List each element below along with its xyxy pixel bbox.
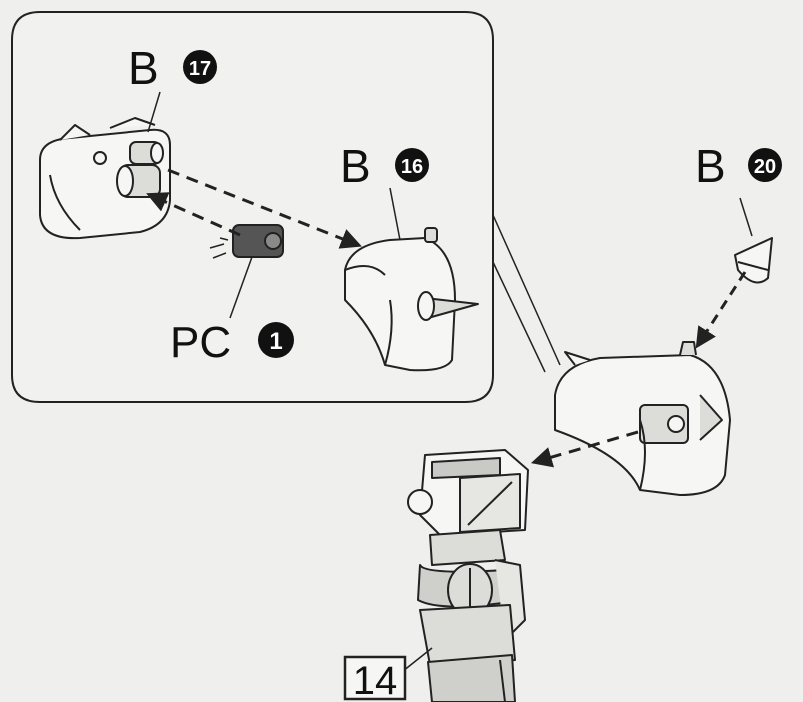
svg-text:PC: PC [170, 318, 231, 367]
body-unit-shape [407, 449, 529, 702]
leader-b20 [739, 197, 753, 237]
label-b16: B 16 [340, 140, 429, 192]
svg-text:20: 20 [754, 156, 776, 178]
svg-text:1: 1 [269, 328, 282, 355]
inset-pointer-line [492, 261, 546, 373]
part-b17-shape [39, 117, 171, 240]
svg-text:16: 16 [401, 156, 423, 178]
svg-text:14: 14 [353, 659, 398, 702]
svg-text:17: 17 [189, 58, 211, 80]
svg-text:B: B [128, 42, 159, 94]
arrow-b17-to-b16 [167, 168, 362, 249]
label-pc1: PC 1 [170, 318, 294, 367]
polycap-pc1-shape [209, 224, 284, 319]
arrow-b20-to-head [695, 271, 747, 349]
leader-b16 [389, 187, 401, 241]
assembled-head-shape [554, 341, 731, 496]
inset-pointer-line [492, 214, 561, 366]
arrow-head-to-body [530, 430, 639, 468]
arrow-pc1-to-b17 [146, 192, 241, 237]
svg-text:B: B [340, 140, 371, 192]
label-b17: B 17 [128, 42, 217, 94]
label-step-14: 14 [343, 655, 407, 702]
label-b20: B 20 [695, 140, 782, 192]
part-b20-shape [734, 237, 773, 284]
part-b16-shape [344, 227, 479, 372]
leader-b17 [147, 91, 161, 133]
svg-text:B: B [695, 140, 726, 192]
